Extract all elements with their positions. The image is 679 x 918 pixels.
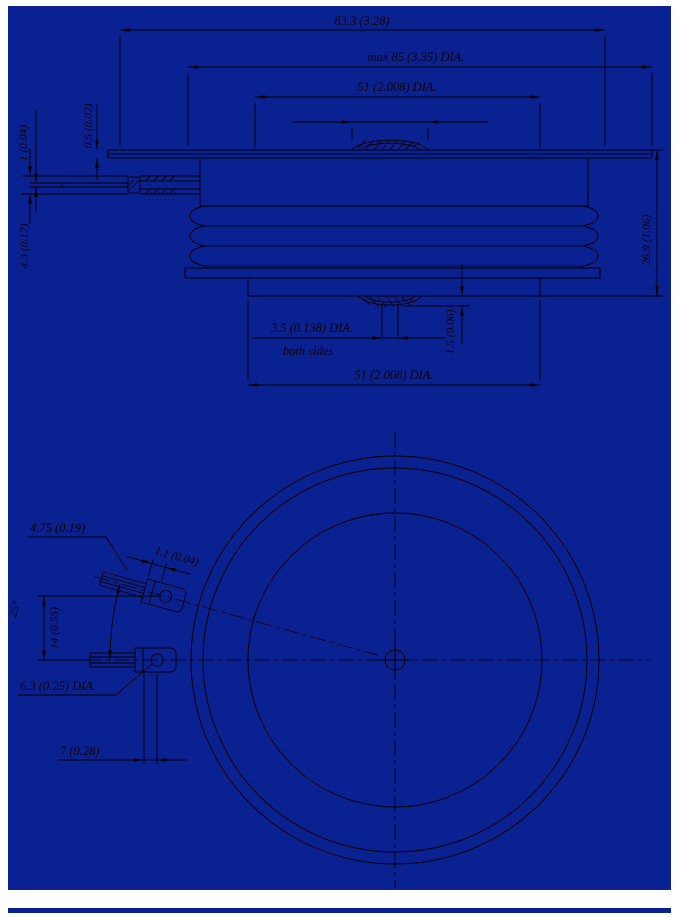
gate-lug-horizontal	[89, 647, 177, 673]
bottom-flange	[184, 267, 601, 279]
dim-center-hole: 3.5 (0.138) DIA. both sides	[252, 305, 446, 358]
dim-swing-angle-label: 25°	[7, 600, 23, 619]
dim-flange-thickness: 1 (0.04)	[18, 110, 62, 212]
gate-end-cap	[127, 176, 141, 194]
top-centering-boss	[351, 138, 429, 151]
rotated-centerline	[94, 576, 378, 656]
dim-gate-tube-label: 4.3 (0.17)	[19, 223, 31, 268]
dim-tab-offset: 4.75 (0.19)	[28, 521, 128, 571]
dim-center-hole-label: 3.5 (0.138) DIA.	[270, 321, 353, 335]
dim-bottom-pole-dia: 51 (2.008) DIA.	[247, 300, 541, 387]
dim-boss-dia	[292, 120, 488, 140]
dim-max-dia-label: max 85 (3.35) DIA.	[368, 50, 465, 64]
dim-tab-offset-label: 4.75 (0.19)	[30, 521, 85, 535]
dim-dome-depth-label: 1.5 (0.06)	[445, 309, 457, 354]
top-plate	[107, 149, 653, 159]
pole-block	[199, 158, 589, 207]
side-view: 83.3 (3.28) max 85 (3.35) DIA. 51 (2.008…	[18, 14, 663, 387]
dim-hole-dia: 6.3 (0.25) DIA.	[18, 663, 153, 696]
gate-terminal-side	[61, 175, 200, 195]
dim-overall-height: 26.9 (1.06)	[540, 149, 663, 297]
dim-dome-depth: 1.5 (0.06)	[404, 264, 470, 355]
dim-tube-offset-label: 7 (0.28)	[60, 744, 100, 758]
dim-overall-width-label: 83.3 (3.28)	[334, 14, 389, 28]
dim-overall-height-label: 26.9 (1.06)	[641, 214, 653, 265]
swing-arc: 25°	[7, 583, 121, 661]
dim-overall-width: 83.3 (3.28)	[119, 14, 606, 146]
ceramic-fins	[189, 205, 599, 268]
dim-center-hole-note: both sides	[283, 344, 333, 358]
dim-flange-thickness-label: 1 (0.04)	[18, 125, 30, 162]
dim-gate-tube: 4.3 (0.17)	[19, 148, 128, 269]
dim-tab-height-label: 14 (0.55)	[49, 607, 61, 649]
dim-max-dia: max 85 (3.35) DIA.	[187, 50, 653, 146]
dim-bottom-pole-dia-label: 51 (2.008) DIA.	[354, 368, 433, 382]
dim-tab-height: 14 (0.55)	[38, 595, 160, 661]
bottom-centering-boss	[357, 295, 423, 308]
dim-hole-dia-label: 6.3 (0.25) DIA.	[20, 679, 96, 693]
drawing-border-strip	[8, 908, 671, 913]
dim-top-pole-dia: 51 (2.008) DIA.	[254, 80, 541, 148]
drawing-background	[8, 6, 671, 890]
gate-hole-rotated	[159, 589, 173, 603]
gate-hole	[150, 653, 164, 667]
dim-lid-thickness-label: 0.5 (0.02)	[83, 103, 95, 148]
dim-tube-offset: 7 (0.28)	[58, 674, 187, 764]
dim-top-pole-dia-label: 51 (2.008) DIA.	[357, 80, 436, 94]
